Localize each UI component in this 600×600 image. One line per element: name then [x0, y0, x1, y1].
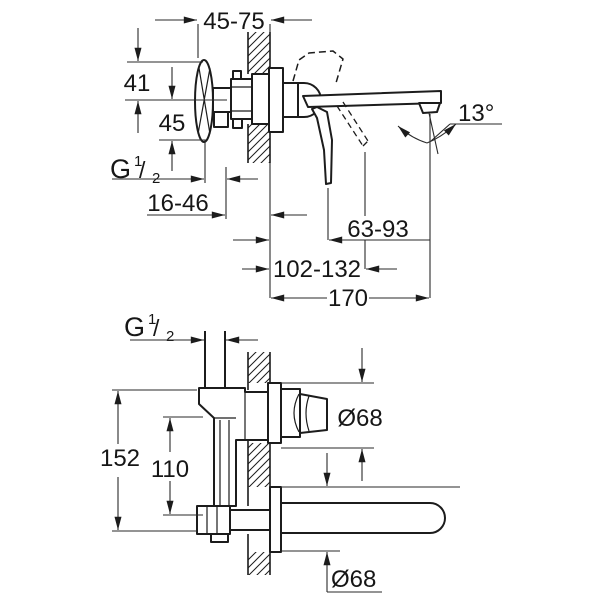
dim-45-label: 45 — [159, 110, 186, 137]
dimension-45: 45 — [159, 67, 186, 171]
wall-section-side — [247, 32, 271, 163]
dimension-110: 110 — [151, 418, 189, 514]
svg-text:/: / — [139, 157, 146, 183]
mounting-tab-bottom — [232, 118, 243, 129]
svg-text:G: G — [110, 154, 131, 184]
dimension-170: 170 — [271, 285, 429, 312]
handle-plan — [267, 382, 328, 444]
wall-section-plan — [247, 352, 271, 575]
spout-rosette-plan — [269, 486, 282, 553]
escutcheon-plan — [267, 382, 282, 444]
svg-text:G: G — [124, 312, 145, 342]
dimension-45-75: 45-75 — [155, 8, 312, 35]
thread-label-side: G 1 / 2 — [110, 153, 258, 187]
dim-110-label: 110 — [151, 456, 189, 483]
dim-16-46-label: 16-46 — [147, 190, 208, 217]
side-elevation-view: 45-75 41 45 G 1 / 2 16-46 — [110, 8, 502, 312]
escutcheon-side — [268, 67, 284, 133]
aerator — [418, 102, 441, 114]
dimension-dia68-handle: Ø68 — [337, 348, 383, 481]
plan-view: G 1 / 2 152 110 Ø68 — [100, 311, 460, 593]
mounting-tab-top — [232, 70, 242, 80]
dimension-63-93: 63-93 — [233, 216, 430, 244]
svg-text:/: / — [153, 315, 160, 341]
thread-label-plan: G 1 / 2 — [124, 311, 258, 345]
concealed-body-plan — [196, 331, 270, 543]
inlet-union-plan — [196, 505, 231, 535]
svg-text:1: 1 — [148, 311, 156, 328]
dimension-102-132: 102-132 — [242, 256, 397, 283]
lever-raised-position-dashed — [292, 50, 344, 84]
dimension-angle-13: 13° — [397, 100, 502, 144]
spout-plan — [280, 502, 446, 534]
dimension-16-46: 16-46 — [147, 190, 307, 219]
dimension-41: 41 — [124, 28, 151, 133]
lever-alt-position-dashed — [336, 101, 369, 147]
dim-13deg-label: 13° — [458, 100, 494, 127]
dim-152-label: 152 — [100, 445, 140, 472]
dim-45-75-label: 45-75 — [203, 8, 264, 35]
dimension-dia68-spout: Ø68 — [323, 453, 382, 593]
svg-text:2: 2 — [166, 328, 174, 345]
dim-102-132-label: 102-132 — [273, 256, 361, 283]
dim-170-label: 170 — [328, 285, 368, 312]
dim-dia68-handle-label: Ø68 — [337, 405, 382, 432]
dim-dia68-spout-label: Ø68 — [331, 566, 376, 593]
dimension-152: 152 — [100, 391, 140, 530]
lever-handle-side — [311, 106, 333, 185]
dim-41-label: 41 — [124, 70, 151, 97]
spout-supply-pipe — [230, 509, 270, 531]
svg-text:1: 1 — [134, 153, 142, 170]
dim-63-93-label: 63-93 — [347, 216, 408, 243]
supply-pipe — [204, 331, 226, 388]
faucet-body-side — [194, 50, 442, 185]
